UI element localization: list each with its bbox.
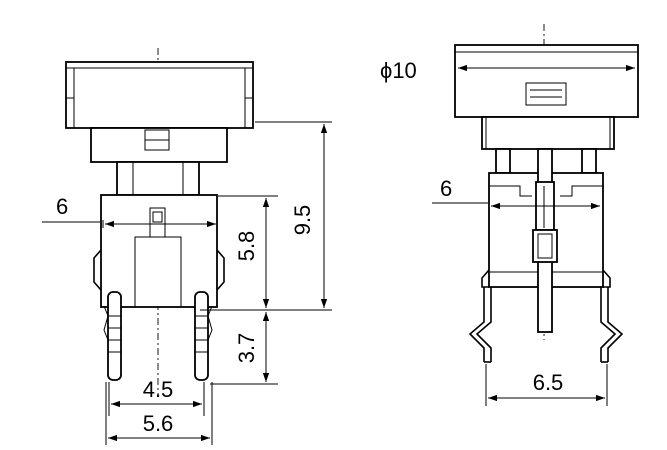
side-pin-right [600,287,624,363]
side-dim-cap-diameter-label: ϕ10 [380,58,417,83]
side-dim-pin-span-label: 6.5 [533,370,564,395]
front-cap [65,61,254,129]
side-pin-left [468,287,492,363]
front-stem [116,161,200,196]
side-dim-width-label: 6 [440,176,452,201]
side-collar [481,116,615,150]
front-dim-width-label: 6 [56,194,68,219]
front-dim-pin-span-label: 5.6 [143,411,174,436]
front-dim-height-total-label: 9.5 [290,205,315,236]
front-pin-right [194,291,213,381]
front-dim-pin-pitch-label: 4.5 [143,377,174,402]
front-view: 6 9.5 5.8 3.7 4.5 5.6 [42,48,332,445]
front-collar [90,127,228,163]
side-view: ϕ10 6 6.5 [380,24,639,406]
front-dim-pin-length-label: 3.7 [234,333,259,364]
front-housing [93,194,225,308]
front-pin-left [103,291,122,381]
front-dim-height-body-label: 5.8 [234,231,259,262]
side-cap [454,44,639,118]
